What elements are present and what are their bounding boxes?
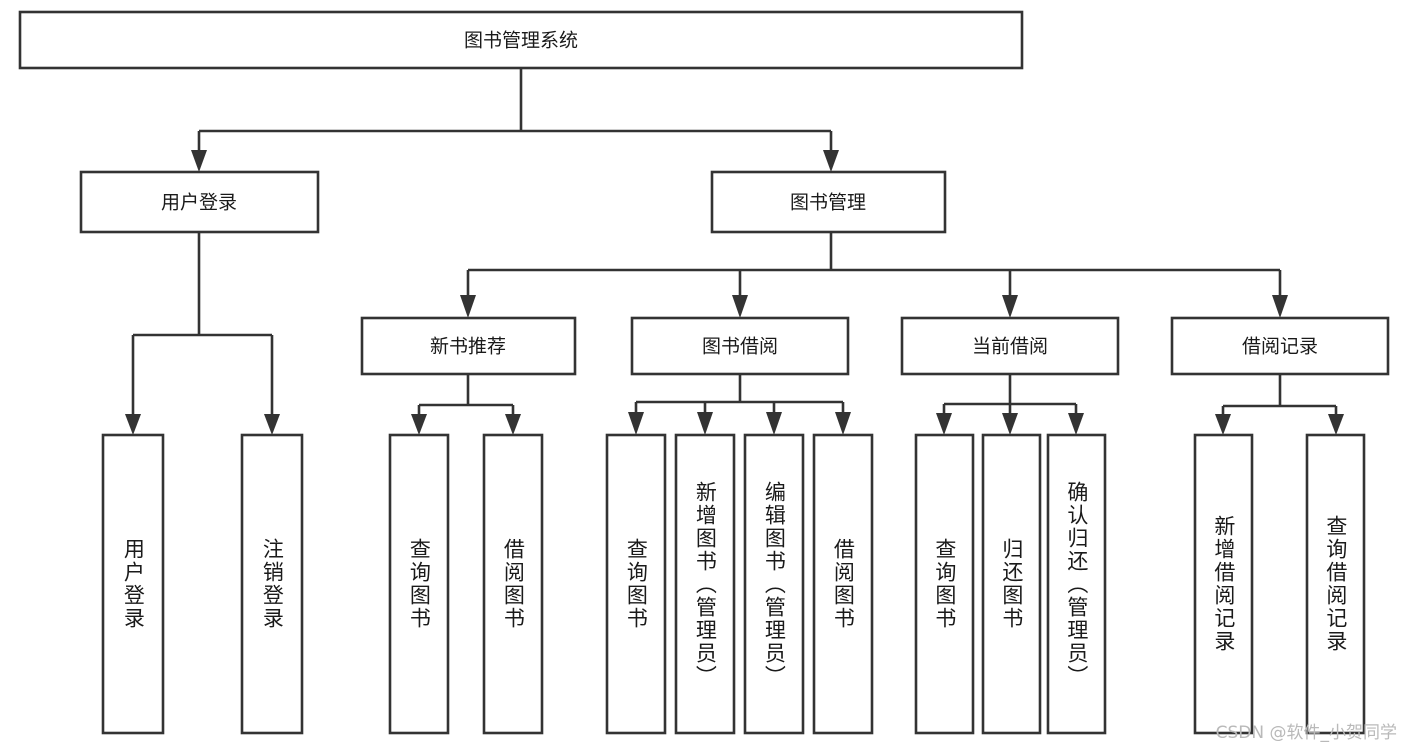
arrowhead-borrow-to-leaf6 — [697, 412, 713, 435]
node-leaf-1-box[interactable] — [101, 433, 165, 735]
node-leaf-11-box[interactable] — [1046, 433, 1107, 735]
arrowhead-login-to-leaf1 — [125, 414, 141, 435]
arrowhead-current-to-leaf10 — [1002, 413, 1018, 435]
node-root[interactable]: 图书管理系统 — [18, 10, 1024, 70]
arrowhead-newbook-to-leaf3 — [411, 414, 427, 435]
node-current-box[interactable] — [900, 316, 1120, 376]
node-root-label: 图书管理系统 — [464, 30, 578, 52]
node-login-box[interactable] — [79, 170, 320, 234]
node-current-label: 当前借阅 — [972, 336, 1048, 358]
node-leaf-5-box[interactable] — [605, 433, 667, 735]
node-newbook-box[interactable] — [360, 316, 577, 376]
node-leaf-10-box[interactable] — [981, 433, 1042, 735]
node-borrow[interactable]: 图书借阅 — [630, 316, 850, 376]
node-leaf-8-box[interactable] — [812, 433, 874, 735]
arrowhead-borrow-to-leaf7 — [766, 412, 782, 435]
node-current[interactable]: 当前借阅 — [900, 316, 1120, 376]
node-newbook[interactable]: 新书推荐 — [360, 316, 577, 376]
node-records[interactable]: 借阅记录 — [1170, 316, 1390, 376]
node-leaf-6-box[interactable] — [674, 433, 736, 735]
arrowhead-bookmgmt-to-newbook — [460, 295, 476, 318]
csdn-watermark: CSDN @软件_小贺同学 — [1215, 723, 1397, 743]
node-login-label: 用户登录 — [161, 192, 237, 214]
node-leaf-2-box[interactable] — [240, 433, 304, 735]
arrowhead-records-to-leaf12 — [1215, 414, 1231, 435]
arrowhead-root-to-login — [191, 150, 207, 172]
arrowhead-root-to-bookmgmt — [823, 150, 839, 172]
node-leaf-4-box[interactable] — [482, 433, 544, 735]
arrowhead-borrow-to-leaf8 — [835, 412, 851, 435]
node-leaf-9-box[interactable] — [914, 433, 975, 735]
node-bookmgmt-label: 图书管理 — [790, 192, 866, 214]
node-leaf-3-box[interactable] — [388, 433, 450, 735]
node-login[interactable]: 用户登录 — [79, 170, 320, 234]
node-bookmgmt-box[interactable] — [710, 170, 947, 234]
node-borrow-label: 图书借阅 — [702, 336, 778, 358]
arrowhead-login-to-leaf2 — [264, 414, 280, 435]
node-leaf-12-box[interactable] — [1193, 433, 1254, 735]
arrowhead-borrow-to-leaf5 — [628, 412, 644, 435]
arrowhead-bookmgmt-to-records — [1272, 295, 1288, 318]
node-borrow-box[interactable] — [630, 316, 850, 376]
arrowhead-bookmgmt-to-current — [1002, 295, 1018, 318]
arrowhead-current-to-leaf11 — [1068, 413, 1084, 435]
arrowhead-current-to-leaf9 — [936, 413, 952, 435]
node-bookmgmt[interactable]: 图书管理 — [710, 170, 947, 234]
connector-layer — [125, 68, 1344, 435]
node-records-label: 借阅记录 — [1242, 336, 1318, 358]
node-records-box[interactable] — [1170, 316, 1390, 376]
arrowhead-records-to-leaf13 — [1328, 414, 1344, 435]
node-leaf-13-box[interactable] — [1305, 433, 1366, 735]
node-newbook-label: 新书推荐 — [430, 336, 506, 358]
node-root-box[interactable] — [18, 10, 1024, 70]
arrowhead-newbook-to-leaf4 — [505, 414, 521, 435]
arrowhead-bookmgmt-to-borrow — [732, 295, 748, 318]
node-leaf-7-box[interactable] — [743, 433, 805, 735]
